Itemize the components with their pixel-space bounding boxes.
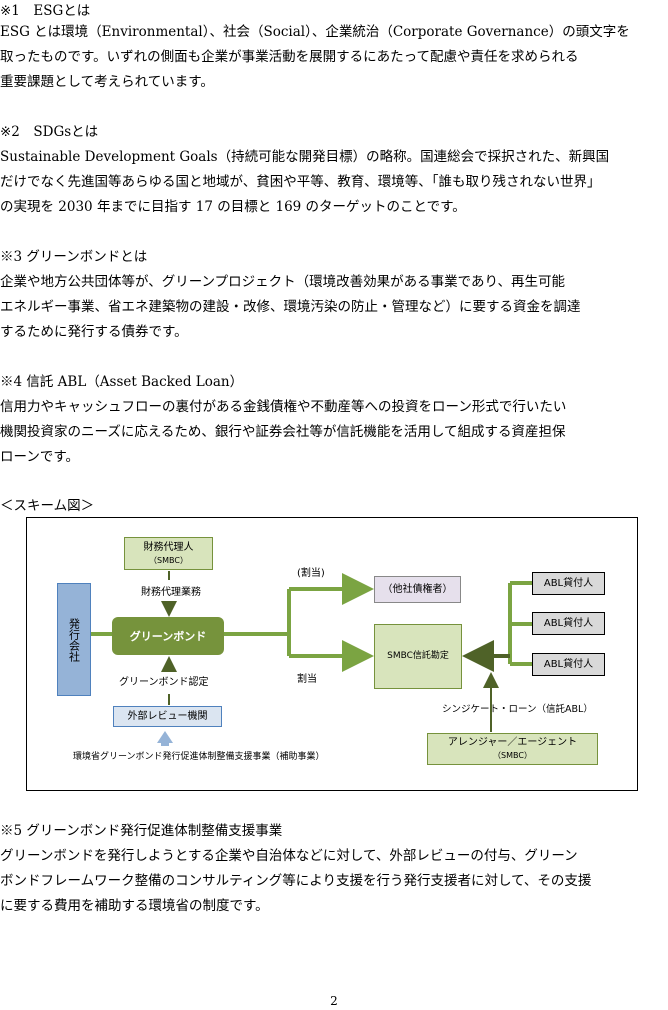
scheme-title: ＜スキーム図＞ (0, 498, 95, 514)
fiscal-agent-service-label: 財務代理業務 (141, 587, 201, 598)
issuer-label: 発行会社 (67, 617, 81, 662)
note-abl-line: ローンです。 (0, 449, 79, 465)
arranger-name: アレンジャー／エージェント (447, 737, 578, 748)
abl-lender-box: ABL貸付人 (532, 653, 605, 676)
external-review-label: 外部レビュー機関 (127, 711, 208, 722)
abl-lender-label: ABL貸付人 (543, 659, 594, 670)
note-green-bond-line: するために発行する債券です。 (0, 324, 188, 340)
green-bond-label: グリーンボンド (129, 629, 207, 643)
certification-label: グリーンボンド認定 (119, 677, 209, 688)
note-green-bond-heading: ※3 グリーンボンドとは (0, 249, 148, 265)
note-support-line: ボンドフレームワーク整備のコンサルティング等により支援を行う発行支援者に対して、… (0, 873, 592, 889)
subsidy-arrow (157, 731, 173, 743)
note-support-line: に要する費用を補助する環境省の制度です。 (0, 898, 269, 914)
note-esg-line: 重要課題として考えられています。 (0, 74, 214, 90)
fiscal-agent-box: 財務代理人 （SMBC） (124, 537, 213, 570)
abl-lender-box: ABL貸付人 (532, 572, 605, 595)
note-sdgs-line: の実現を 2030 年までに目指す 17 の目標と 169 のターゲットのことで… (0, 199, 466, 215)
arranger-box: アレンジャー／エージェント （SMBC） (427, 733, 598, 765)
page-number: 2 (330, 994, 338, 1008)
abl-lender-label: ABL貸付人 (543, 578, 594, 589)
note-esg-line: ESG とは環境（Environmental）、社会（Social）、企業統治（… (0, 24, 630, 40)
note-sdgs-line: だけでなく先進国等あらゆる国と地域が、貧困や平等、教育、環境等、「誰も取り残され… (0, 174, 601, 190)
note-abl-line: 機関投資家のニーズに応えるため、銀行や証券会社等が信託機能を活用して組成する資産… (0, 424, 566, 440)
abl-lender-box: ABL貸付人 (532, 612, 605, 635)
green-bond-box: グリーンボンド (112, 617, 224, 655)
fiscal-agent-name: 財務代理人 (143, 541, 194, 553)
trust-account-label: SMBC信託勘定 (387, 651, 449, 661)
issuer-box: 発行会社 (57, 583, 91, 696)
trust-account-box: SMBC信託勘定 (374, 624, 462, 689)
note-esg-line: 取ったものです。いずれの側面も企業が事業活動を展開するにあたって配慮や責任を求め… (0, 49, 579, 65)
fiscal-agent-sub: （SMBC） (149, 555, 188, 565)
note-esg-heading: ※1 ESGとは (0, 3, 91, 19)
allotment-bottom-label: 割当 (297, 674, 317, 685)
note-green-bond-line: 企業や地方公共団体等が、グリーンプロジェクト（環境改善効果がある事業であり、再生… (0, 274, 565, 290)
syndicated-loan-label: シンジケート・ローン（信託ABL） (442, 704, 593, 715)
note-support-heading: ※5 グリーンボンド発行促進体制整備支援事業 (0, 823, 283, 839)
arranger-sub: （SMBC） (493, 751, 532, 760)
other-bondholders-label: （他社債権者） (382, 584, 453, 595)
subsidy-program-label: 環境省グリーンボンド発行促進体制整備支援事業（補助事業） (73, 752, 325, 762)
allotment-top-label: (割当) (297, 568, 325, 579)
external-review-box: 外部レビュー機関 (113, 706, 222, 727)
note-sdgs-heading: ※2 SDGsとは (0, 124, 99, 140)
subsidy-arrow (161, 742, 169, 746)
note-support-line: グリーンボンドを発行しようとする企業や自治体などに対して、外部レビューの付与、グ… (0, 848, 578, 864)
abl-lender-label: ABL貸付人 (543, 618, 594, 629)
note-abl-heading: ※4 信託 ABL（Asset Backed Loan） (0, 374, 244, 390)
note-green-bond-line: エネルギー事業、省エネ建築物の建設・改修、環境汚染の防止・管理など）に要する資金… (0, 299, 581, 315)
note-abl-line: 信用力やキャッシュフローの裏付がある金銭債権や不動産等への投資をローン形式で行い… (0, 399, 567, 415)
note-sdgs-line: Sustainable Development Goals（持続可能な開発目標）… (0, 149, 610, 165)
other-bondholders-box: （他社債権者） (374, 576, 461, 603)
scheme-diagram-frame (26, 517, 638, 791)
